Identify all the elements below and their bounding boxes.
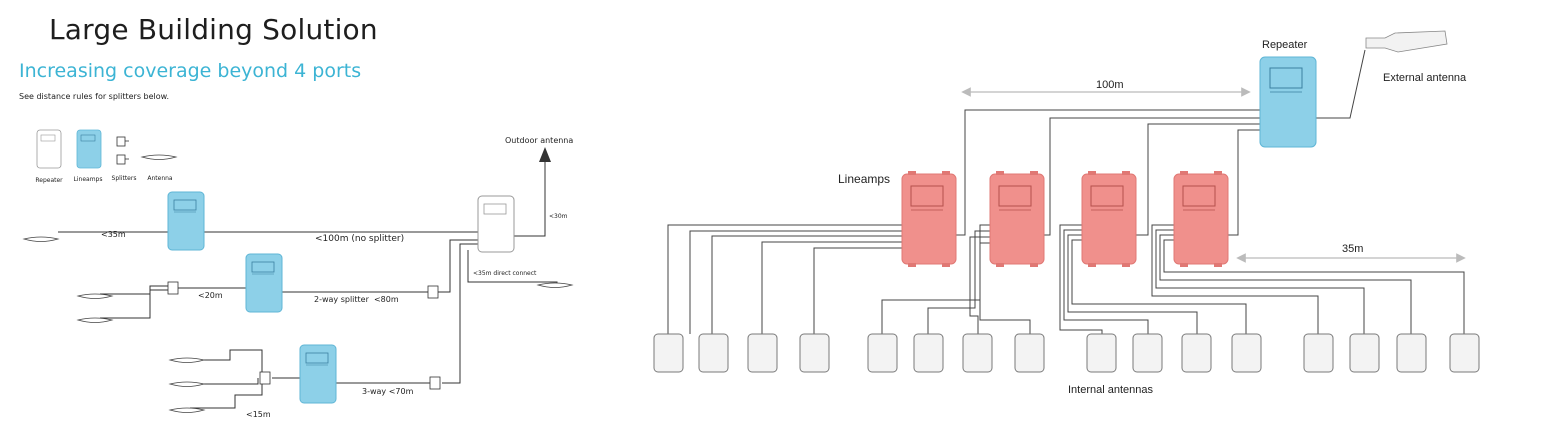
internal-antenna [799,333,830,373]
splitter-note: See distance rules for splitters below. [19,92,170,101]
page-title: Large Building Solution [49,13,378,46]
direct-connect-label: <35m direct connect [473,270,537,277]
three-way-label: 3-way <70m [362,387,414,396]
internal-antenna [913,333,944,373]
antenna [169,357,205,363]
lt30m-label: <30m [549,213,568,220]
lineamp-2 [245,253,283,313]
legend-splitters-label: Splitters [112,175,137,182]
legend-repeater-label: Repeater [35,177,63,184]
lineamp-3 [1081,170,1137,268]
lt15m-label: <15m [246,410,271,419]
antenna [169,381,205,387]
antenna [77,317,113,323]
internal-antenna [962,333,993,373]
splitter-3way-a [259,371,271,385]
internal-antenna [867,333,898,373]
splitter-2way-b [427,285,439,299]
lineamp-3 [299,344,337,404]
internal-antenna [1396,333,1427,373]
repeater-icon [36,129,62,169]
arrow-up-icon [539,147,551,162]
outdoor-antenna-label: Outdoor antenna [505,136,573,145]
antenna-icon [141,154,177,160]
internal-antenna [1449,333,1480,373]
lineamp-icon [76,129,102,169]
internal-antenna [1231,333,1262,373]
antenna [23,236,59,242]
distance-35m-label: 35m [1342,243,1363,255]
internal-antenna [1181,333,1212,373]
repeater-label: Repeater [1262,39,1308,51]
internal-antenna [653,333,684,373]
legend-lineamps-label: Lineamps [74,176,103,183]
antenna [537,282,573,288]
distance-100m-label: 100m [1096,79,1124,91]
right-branch-cabling [667,224,1465,334]
legend: Repeater Lineamps Splitters Antenna [35,129,177,184]
legend-antenna-label: Antenna [147,175,173,182]
splitter-icon [116,136,129,165]
internal-antenna [1303,333,1334,373]
lineamp-4 [1173,170,1229,268]
repeater-unit-right [1259,56,1317,148]
internal-antenna [1086,333,1117,373]
internal-antenna [1014,333,1045,373]
internal-antennas-label: Internal antennas [1068,384,1154,396]
lt20m-label: <20m [198,291,223,300]
no-splitter-label: <100m (no splitter) [315,234,404,244]
two-way-label: 2-way splitter <80m [314,295,399,304]
antenna [77,293,113,299]
lineamps-label: Lineamps [838,172,890,186]
right-trunk-cabling [956,49,1366,236]
splitter-2way-a [167,281,179,295]
lineamp-2 [989,170,1045,268]
internal-antenna [698,333,729,373]
internal-antenna [747,333,778,373]
repeater-unit [477,195,515,253]
external-antenna-icon [1365,30,1448,53]
lt35m-label: <35m [101,230,126,239]
lineamp-1 [167,191,205,251]
internal-antenna [1132,333,1163,373]
internal-antenna [1349,333,1380,373]
page-subtitle: Increasing coverage beyond 4 ports [19,60,362,82]
antenna [169,407,205,413]
external-antenna-label: External antenna [1383,72,1467,84]
splitter-3way-b [429,376,441,390]
lineamp-1 [901,170,957,268]
